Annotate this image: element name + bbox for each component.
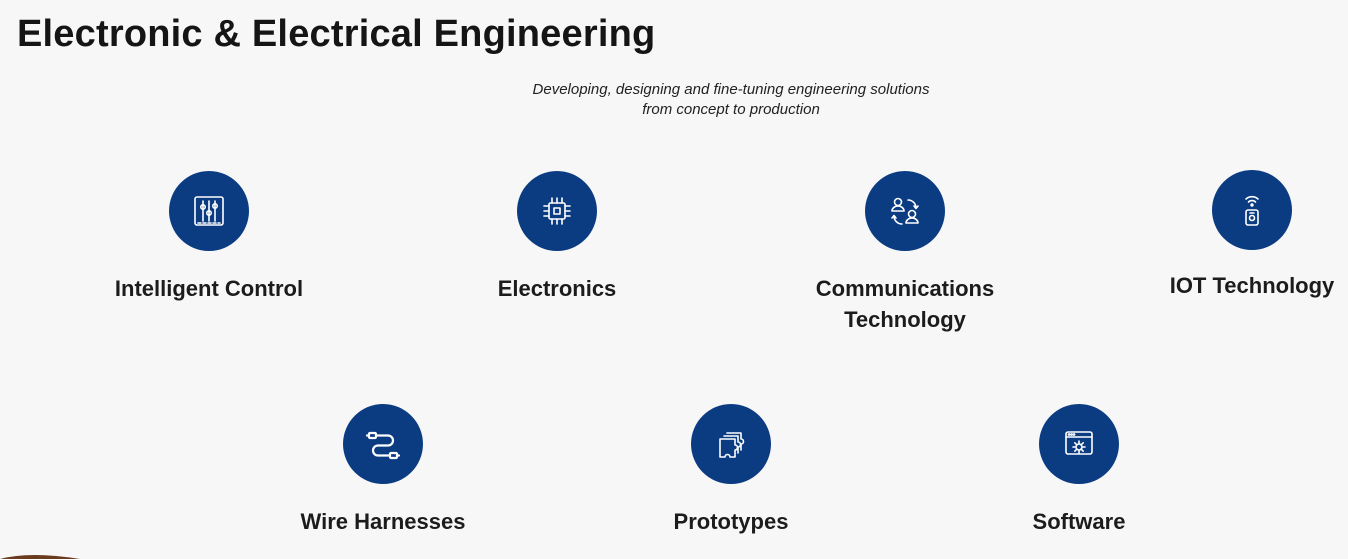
service-intelligent-control[interactable]: Intelligent Control [89,171,329,304]
cable-icon [343,404,423,484]
service-label: Electronics [497,276,617,301]
service-iot-technology[interactable]: IOT Technology [1132,170,1348,301]
users-exchange-icon [865,171,945,251]
service-label: IOT Technology [1169,273,1335,298]
page-title: Electronic & Electrical Engineering [17,13,656,55]
control-sliders-icon [169,171,249,251]
service-label: Wire Harnesses [300,509,466,534]
service-prototypes[interactable]: Prototypes [611,404,851,537]
service-wire-harnesses[interactable]: Wire Harnesses [263,404,503,537]
microchip-icon [517,171,597,251]
service-label: Prototypes [673,509,789,534]
service-communications-technology[interactable]: Communications Technology [785,171,1025,335]
service-label: Software [1032,509,1126,534]
puzzle-pieces-icon [691,404,771,484]
service-label: Communications Technology [815,276,995,332]
corner-decoration [0,555,80,559]
service-software[interactable]: Software [959,404,1199,537]
wifi-device-icon [1212,170,1292,250]
page-subtitle: Developing, designing and fine-tuning en… [532,81,930,118]
service-label: Intelligent Control [114,276,304,301]
service-electronics[interactable]: Electronics [437,171,677,304]
browser-gear-icon [1039,404,1119,484]
